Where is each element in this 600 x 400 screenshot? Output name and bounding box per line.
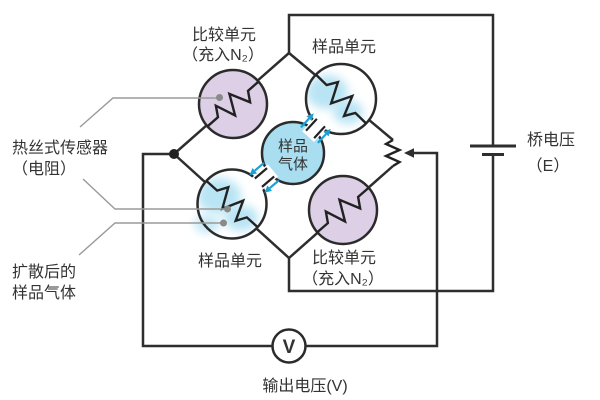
diffusion-channel-top <box>300 113 331 144</box>
leader-diffused-gas <box>78 222 222 256</box>
leader-sensor-top <box>79 97 218 128</box>
channel-wall <box>261 175 275 188</box>
channel-wall <box>254 167 268 180</box>
sample-gas-bulb <box>260 120 326 186</box>
channel-wall <box>313 125 326 139</box>
gas-flow-arrows-top <box>300 113 331 144</box>
leader-dot <box>216 94 223 101</box>
bridge-supply-wire-top <box>287 13 495 146</box>
resistor-top-left <box>206 80 260 128</box>
comparison-cell-top-left-outline <box>197 68 269 140</box>
sample-cell-bottom-left-outline <box>196 168 268 240</box>
resistor-bottom-left <box>205 180 259 228</box>
wiper-arrowhead <box>404 148 414 158</box>
leader-dot <box>220 219 227 227</box>
channel-gap <box>302 114 329 143</box>
voltmeter-label: V <box>283 337 296 358</box>
label-sample-gas-1: 样品 <box>278 138 308 155</box>
junction-dot <box>169 149 179 159</box>
label-sample-bottom: 样品单元 <box>198 252 262 270</box>
resistor-bottom-right <box>316 186 370 234</box>
leader-lines <box>78 94 231 256</box>
label-comparison-top-name: 比较单元 <box>192 26 256 44</box>
potentiometer-zigzag <box>383 138 403 168</box>
comparison-cell-bottom-right-outline <box>307 174 379 246</box>
label-comparison-bottom-note: （充入N₂） <box>302 270 384 288</box>
output-wire-left <box>141 152 273 348</box>
channel-wall <box>305 118 318 132</box>
resistor-top-right <box>315 73 367 125</box>
gas-flow-arrows-bottom <box>249 162 280 193</box>
sample-cell-top-right-outline <box>304 62 378 136</box>
label-sensor-1: 热丝式传感器 <box>12 139 108 157</box>
label-sensor-2: （电阻） <box>12 160 76 178</box>
leader-dot <box>224 205 231 213</box>
label-diffused-1: 扩散后的 <box>12 263 76 281</box>
label-comparison-top-note: （充入N₂） <box>182 46 264 64</box>
leader-sensor-bottom <box>82 178 226 210</box>
label-bridge-voltage-1: 桥电压 <box>527 131 575 149</box>
diffusion-channel-bottom <box>249 162 280 193</box>
channel-gap <box>250 164 279 191</box>
label-sample-gas-2: 气体 <box>278 156 308 173</box>
label-sample-top: 样品单元 <box>312 38 376 56</box>
label-diffused-2: 样品气体 <box>12 284 76 302</box>
label-output-voltage: 输出电压(V) <box>262 377 347 395</box>
label-bridge-voltage-2: （E） <box>527 157 570 175</box>
bridge-supply-wire-bottom <box>287 154 495 293</box>
output-wire-right-wiper <box>305 151 439 348</box>
voltmeter <box>271 328 307 364</box>
label-comparison-bottom-name: 比较单元 <box>312 249 376 267</box>
battery-symbol <box>470 144 516 156</box>
